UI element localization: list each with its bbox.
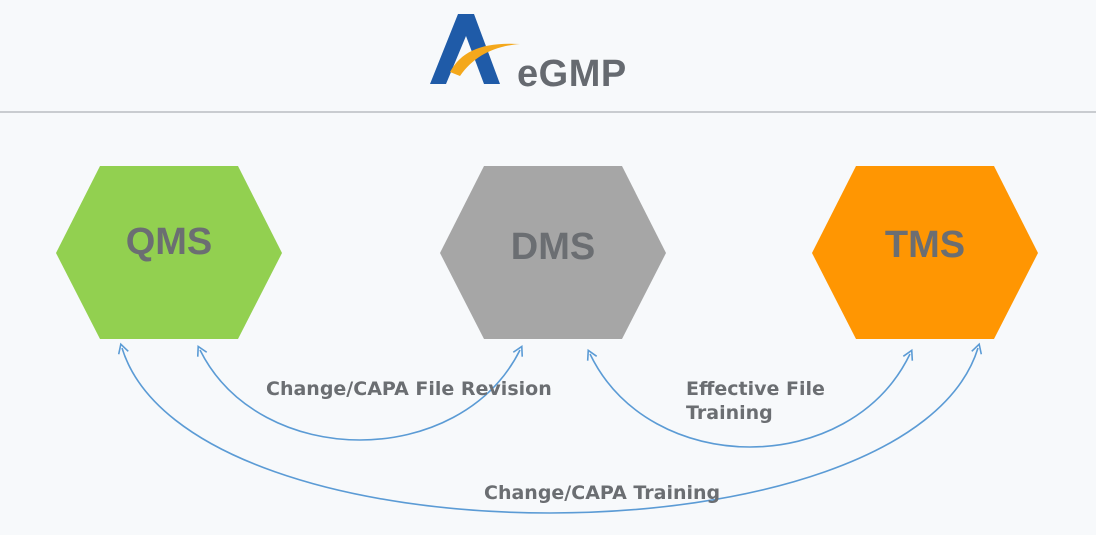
header-bar: eGMP bbox=[0, 0, 1096, 112]
header-divider bbox=[0, 111, 1096, 113]
link-label-qms-tms: Change/CAPA Training bbox=[484, 482, 721, 504]
arrow-qms-dms bbox=[196, 344, 524, 441]
qms-label: QMS bbox=[125, 221, 213, 263]
brand-title: eGMP bbox=[517, 53, 627, 95]
dms-hexagon bbox=[440, 166, 666, 339]
arrow-qms-tms bbox=[117, 342, 983, 514]
egmp-logo-icon bbox=[430, 14, 520, 84]
arrow-dms-tms bbox=[586, 348, 914, 448]
link-label-qms-dms: Change/CAPA File Revision bbox=[266, 378, 552, 400]
qms-hexagon bbox=[56, 166, 282, 339]
link-label-dms-tms-line2: Training bbox=[686, 402, 773, 424]
tms-hexagon bbox=[812, 166, 1038, 339]
link-label-dms-tms-line1: Effective File bbox=[686, 378, 825, 400]
dms-label: DMS bbox=[510, 226, 596, 268]
tms-label: TMS bbox=[884, 224, 966, 266]
